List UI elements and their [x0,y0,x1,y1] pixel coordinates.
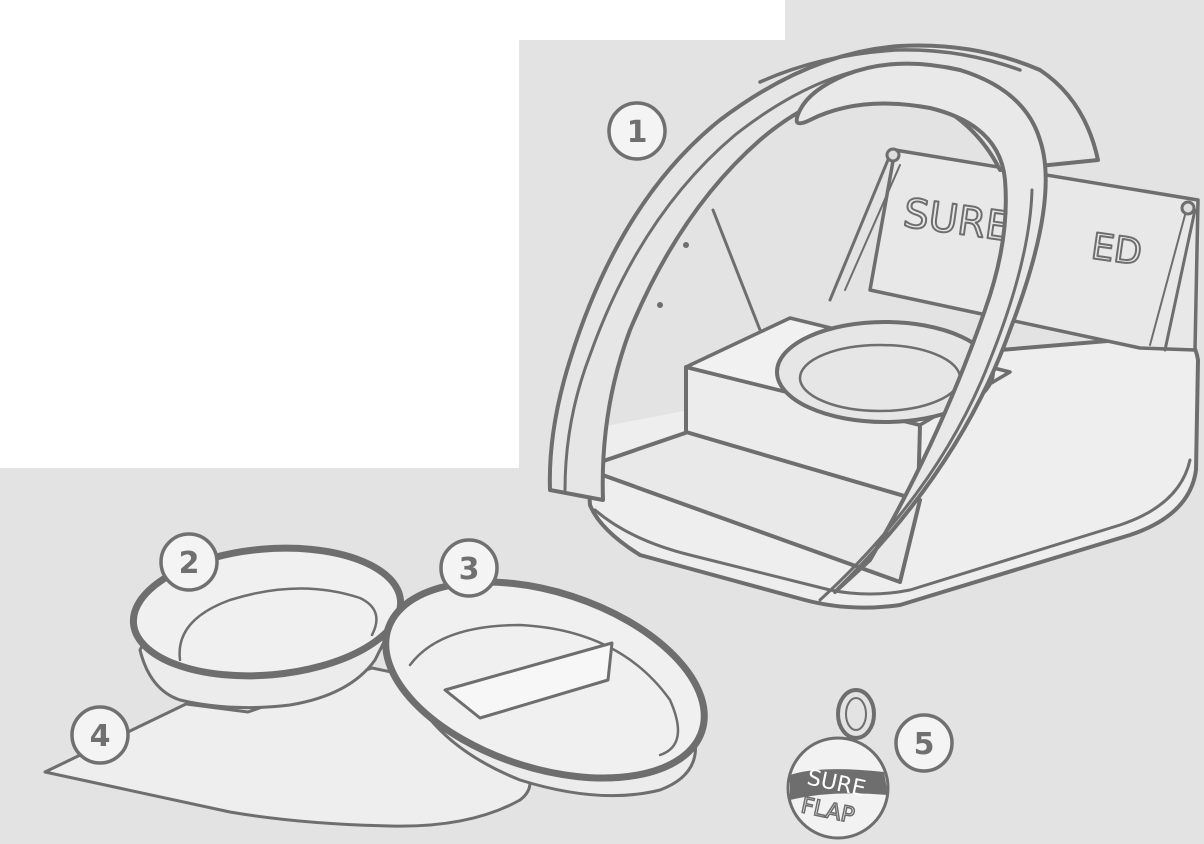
collar-tag: SURE FLAP [786,688,890,840]
split-bowl-divider [443,641,614,720]
callout-4: 4 [70,705,130,765]
feeder-unit: SURE ED [547,43,1200,610]
lid-brand-right: ED [1089,226,1145,274]
callout-4-label: 4 [90,719,111,754]
tag-band [790,769,888,800]
callout-3: 3 [439,538,499,598]
callout-1-label: 1 [627,115,648,150]
callout-3-label: 3 [459,552,480,587]
feeder-front-arch-outline [818,188,1034,602]
callout-5: 5 [894,713,954,773]
feeder-base-rim [593,458,1192,596]
feeder-frame-top [758,48,1022,84]
split-bowl-inner [408,623,680,757]
feeder-frame-rim [563,62,902,492]
feeder-outer-frame [547,43,1100,502]
single-bowl-inner [178,587,378,662]
tag-ring [836,688,876,740]
callout-1: 1 [607,101,667,161]
callout-2-label: 2 [179,546,200,581]
callout-2: 2 [159,532,219,592]
callout-5-label: 5 [914,727,935,762]
tag-ring-inner [845,697,867,731]
split-bowl [382,578,708,798]
